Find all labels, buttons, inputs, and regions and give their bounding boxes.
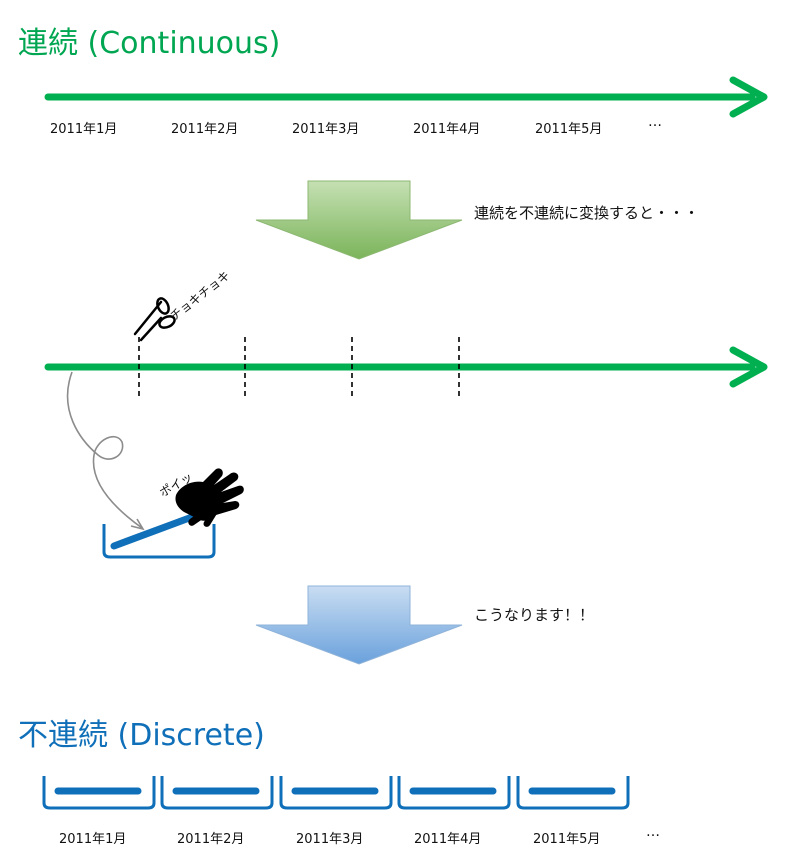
transition-note-2: こうなります！！ (474, 606, 595, 624)
discrete-bin (516, 776, 630, 810)
discrete-title: 不連続 (Discrete) (18, 718, 265, 753)
hand-icon (175, 468, 244, 527)
discrete-bin (160, 776, 274, 810)
cutting-timeline-arrow (44, 346, 768, 388)
discrete-month-label: 2011年1月 (59, 832, 127, 847)
discrete-ellipsis: … (646, 824, 661, 840)
discrete-bins (42, 776, 630, 810)
blue-down-arrow (255, 585, 463, 665)
continuous-timeline-arrow (44, 76, 768, 118)
discrete-month-label: 2011年4月 (414, 832, 482, 847)
continuous-title: 連続 (Continuous) (18, 26, 281, 61)
continuous-month-label: 2011年4月 (413, 122, 481, 137)
discarded-segment (110, 513, 196, 550)
transition-note-1: 連続を不連続に変換すると・・・ (474, 204, 700, 222)
discrete-bin (42, 776, 156, 810)
continuous-month-label: 2011年1月 (50, 122, 118, 137)
toss-path-arrowhead (130, 518, 145, 531)
discrete-month-label: 2011年5月 (533, 832, 601, 847)
continuous-month-label: 2011年5月 (535, 122, 603, 137)
discrete-bin (279, 776, 393, 810)
discrete-month-label: 2011年3月 (296, 832, 364, 847)
discrete-bin (397, 776, 511, 810)
continuous-month-label: 2011年3月 (292, 122, 360, 137)
cut-marks (138, 337, 460, 398)
scissors-icon (133, 297, 176, 342)
toss-path-arrow (66, 371, 143, 529)
continuous-month-label: 2011年2月 (171, 122, 239, 137)
continuous-ellipsis: … (648, 114, 663, 130)
discrete-month-label: 2011年2月 (177, 832, 245, 847)
discard-bin (102, 513, 216, 559)
green-down-arrow (255, 180, 463, 260)
